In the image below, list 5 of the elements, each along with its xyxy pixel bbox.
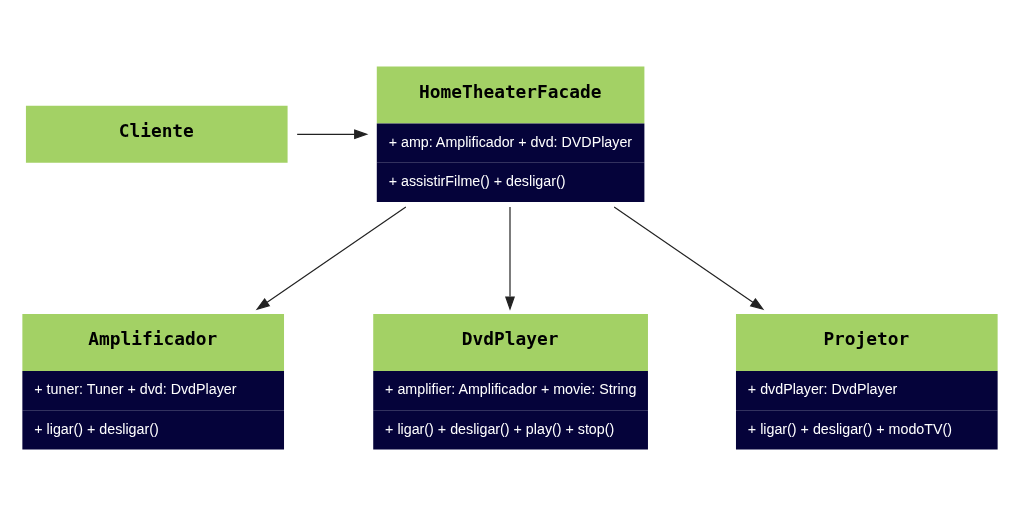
- arrow: [255, 206, 407, 311]
- arrow: [296, 129, 369, 140]
- arrow: [505, 206, 515, 311]
- arrow: [613, 206, 765, 311]
- node-box: Cliente: [25, 105, 288, 163]
